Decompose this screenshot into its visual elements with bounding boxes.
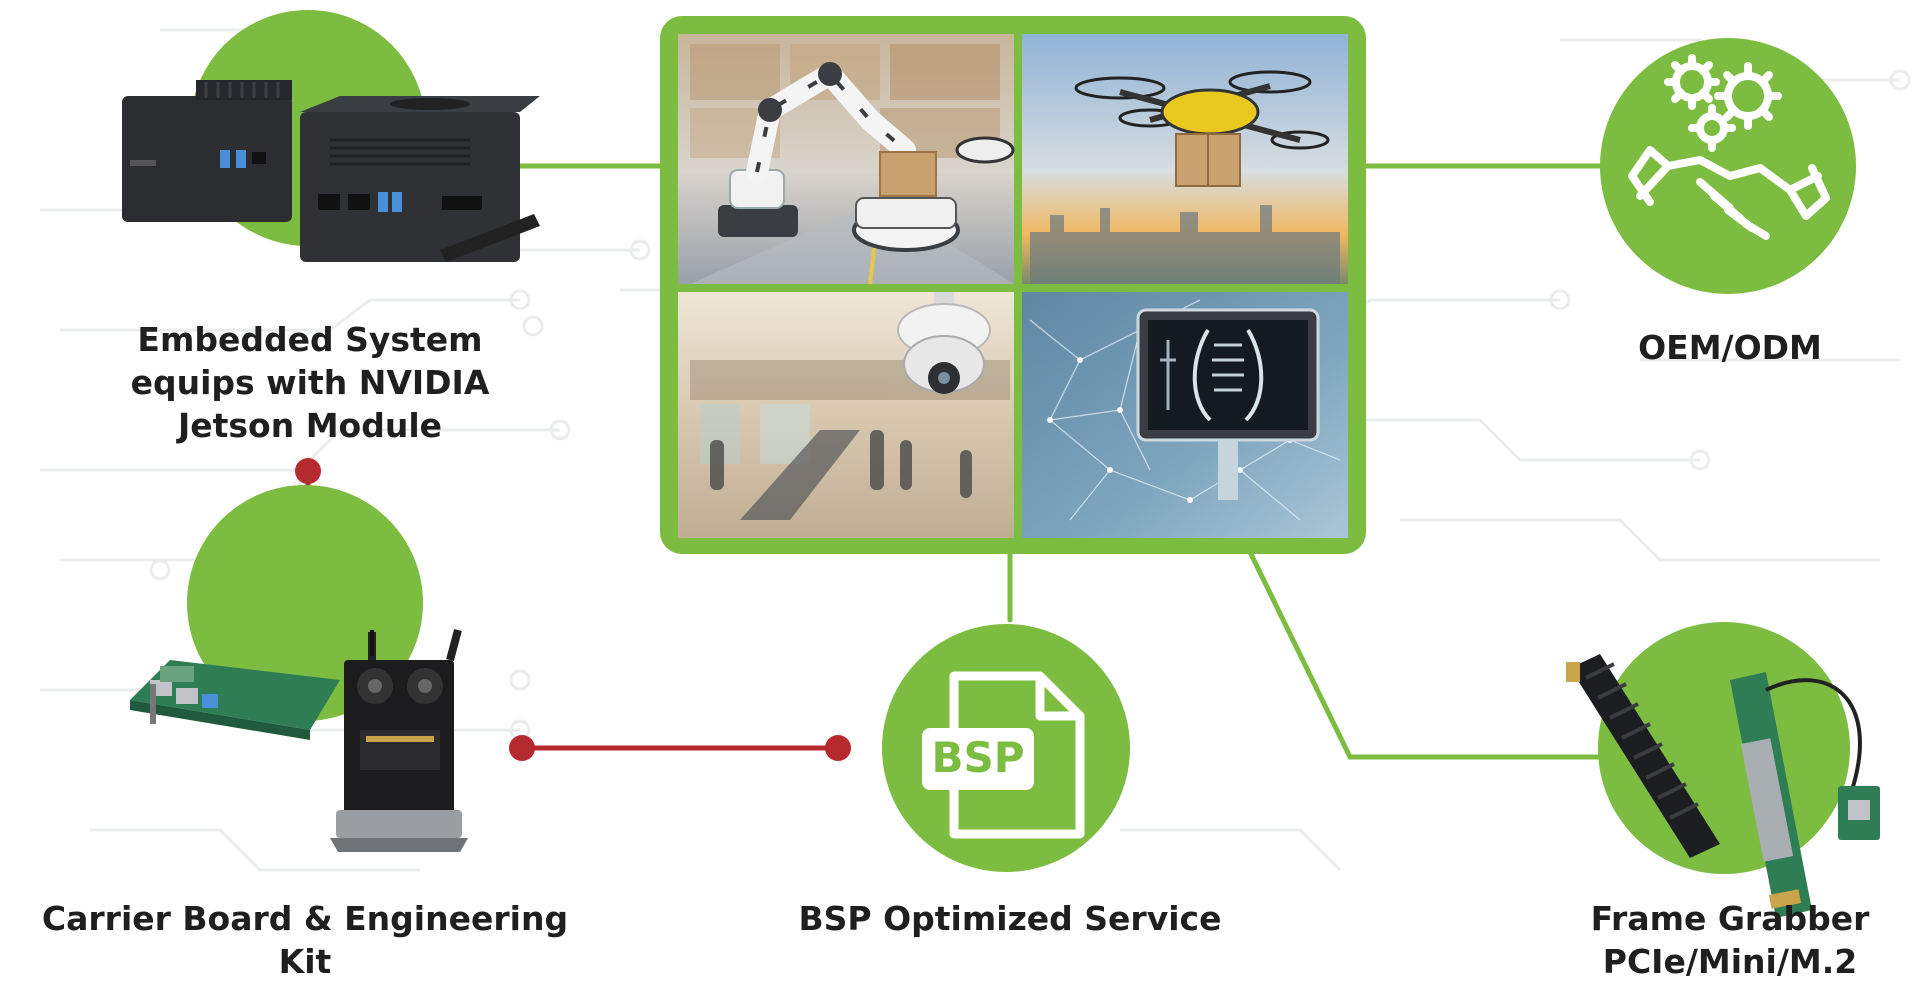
- embedded-box-pc-icon: [122, 80, 540, 262]
- label-bsp-service: BSP Optimized Service: [780, 897, 1240, 940]
- gear-icon: [1714, 62, 1782, 130]
- label-frame-grabber: Frame Grabber PCIe/Mini/M.2: [1560, 897, 1900, 983]
- tile-mall-surveillance-camera: [678, 292, 1014, 538]
- tile-medical-xray-monitor: [1022, 292, 1348, 538]
- node-carrier-board: [130, 485, 468, 852]
- label-carrier-board: Carrier Board & Engineering Kit: [10, 897, 600, 983]
- bsp-document-icon: BSP: [922, 671, 1085, 839]
- xray-monitor-icon: [1136, 308, 1320, 500]
- node-embedded-system: [122, 10, 540, 262]
- tile-delivery-drone: [1022, 34, 1348, 284]
- frame-grabber-cards-icon: [1566, 654, 1880, 918]
- label-line: equips with NVIDIA: [130, 363, 490, 402]
- carrier-board-kit-icon: [130, 628, 468, 852]
- handshake-icon: [1628, 146, 1830, 240]
- label-line: Frame Grabber: [1590, 899, 1870, 938]
- connector-dot: [509, 735, 535, 761]
- bsp-badge-text: BSP: [931, 733, 1024, 782]
- node-circle: [1600, 38, 1856, 294]
- green-connectors: [517, 163, 1613, 760]
- label-line: Embedded System: [137, 320, 483, 359]
- label-line: BSP Optimized Service: [798, 899, 1222, 938]
- connector-frame-grabber: [1247, 549, 1601, 760]
- drone-icon: [1074, 70, 1330, 187]
- tile-warehouse-robot-arm: [678, 34, 1015, 285]
- dome-camera-icon: [897, 292, 991, 394]
- label-line: Jetson Module: [177, 406, 443, 445]
- label-oem-odm: OEM/ODM: [1560, 326, 1900, 369]
- connector-dot: [825, 735, 851, 761]
- gear-icon: [1688, 104, 1736, 152]
- label-line: OEM/ODM: [1638, 328, 1822, 367]
- center-application-panel: [660, 16, 1366, 554]
- gears-handshake-icon: [1628, 54, 1830, 240]
- robot-arm-icon: [718, 62, 916, 237]
- node-oem-odm: [1600, 38, 1856, 294]
- label-embedded-system: Embedded System equips with NVIDIA Jetso…: [90, 318, 530, 447]
- gear-icon: [1664, 54, 1720, 110]
- label-line: Carrier Board & Engineering Kit: [41, 899, 569, 981]
- node-bsp: BSP: [882, 624, 1130, 872]
- node-frame-grabber: [1566, 622, 1880, 918]
- connector-dot: [295, 458, 321, 484]
- label-line: PCIe/Mini/M.2: [1602, 942, 1858, 981]
